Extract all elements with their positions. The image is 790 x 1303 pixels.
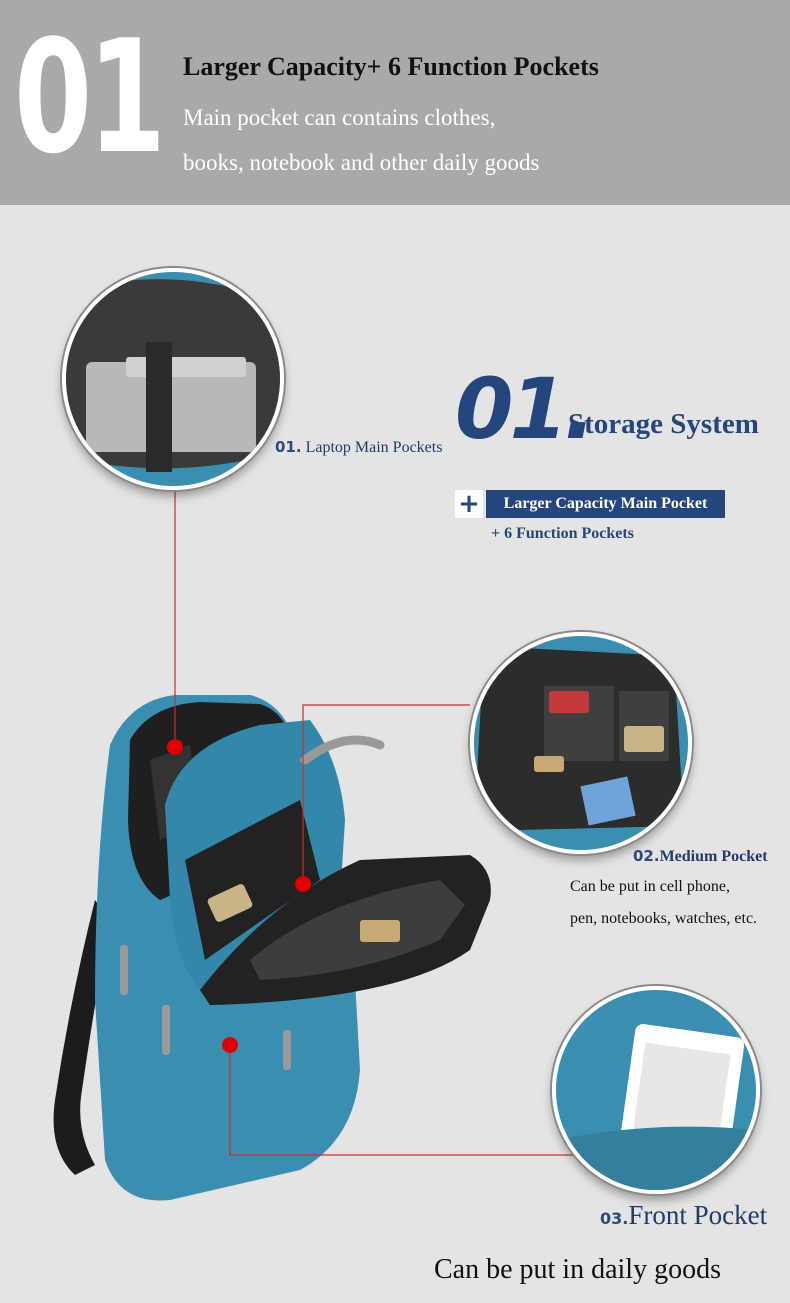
- capacity-band: Larger Capacity Main Pocket: [486, 490, 725, 518]
- header-line-1: Main pocket can contains clothes,: [183, 105, 496, 130]
- handle: [300, 735, 385, 765]
- detail-photo-laptop-pocket: [62, 268, 284, 490]
- pocket-2-desc-2: pen, notebooks, watches, etc.: [570, 910, 758, 927]
- function-pockets-text: + 6 Function Pockets: [491, 525, 634, 542]
- pocket-2-desc-1: Can be put in cell phone,: [570, 878, 730, 895]
- header-title: Larger Capacity+ 6 Function Pockets: [183, 52, 599, 81]
- flap-lining: [250, 880, 465, 980]
- zipper-pull-2: [162, 1005, 170, 1055]
- watch-item: [360, 920, 400, 942]
- storage-number: 01.: [455, 360, 596, 458]
- pocket-3-name: Front Pocket: [628, 1200, 768, 1230]
- pocket-2-number: 02.: [633, 847, 660, 865]
- marker-2: [295, 876, 311, 892]
- pocket-3-label: 03.Front Pocket: [600, 1200, 767, 1231]
- zipper-pull-1: [120, 945, 128, 995]
- detail-photo-front-pocket: [552, 986, 760, 1194]
- pocket-1-label: 01. Laptop Main Pockets: [275, 438, 442, 457]
- leader-line-3: [229, 1045, 590, 1156]
- bottom-caption: Can be put in daily goods: [434, 1254, 721, 1285]
- marker-1: [167, 739, 183, 755]
- leader-line-2: [302, 704, 470, 883]
- header-banner: 01 Larger Capacity+ 6 Function Pockets M…: [0, 0, 790, 205]
- pocket-2-label: 02.Medium Pocket: [633, 847, 768, 866]
- plus-icon: +: [455, 490, 483, 518]
- detail-photo-medium-pocket: [470, 632, 692, 854]
- pocket-3-number: 03.: [600, 1209, 629, 1228]
- zipper-pull-3: [283, 1030, 291, 1070]
- header-number: 01: [14, 6, 166, 188]
- medium-pocket-image: [474, 636, 688, 850]
- pocket-1-name: Laptop Main Pockets: [305, 439, 443, 456]
- phone-item: [207, 884, 253, 922]
- pocket-2-name: Medium Pocket: [659, 848, 768, 865]
- front-pocket-image: [556, 990, 756, 1190]
- pocket-1-number: 01.: [275, 438, 302, 456]
- marker-3: [222, 1037, 238, 1053]
- header-line-2: books, notebook and other daily goods: [183, 150, 540, 175]
- storage-title: Storage System: [568, 408, 759, 440]
- laptop-pocket-image: [66, 272, 280, 486]
